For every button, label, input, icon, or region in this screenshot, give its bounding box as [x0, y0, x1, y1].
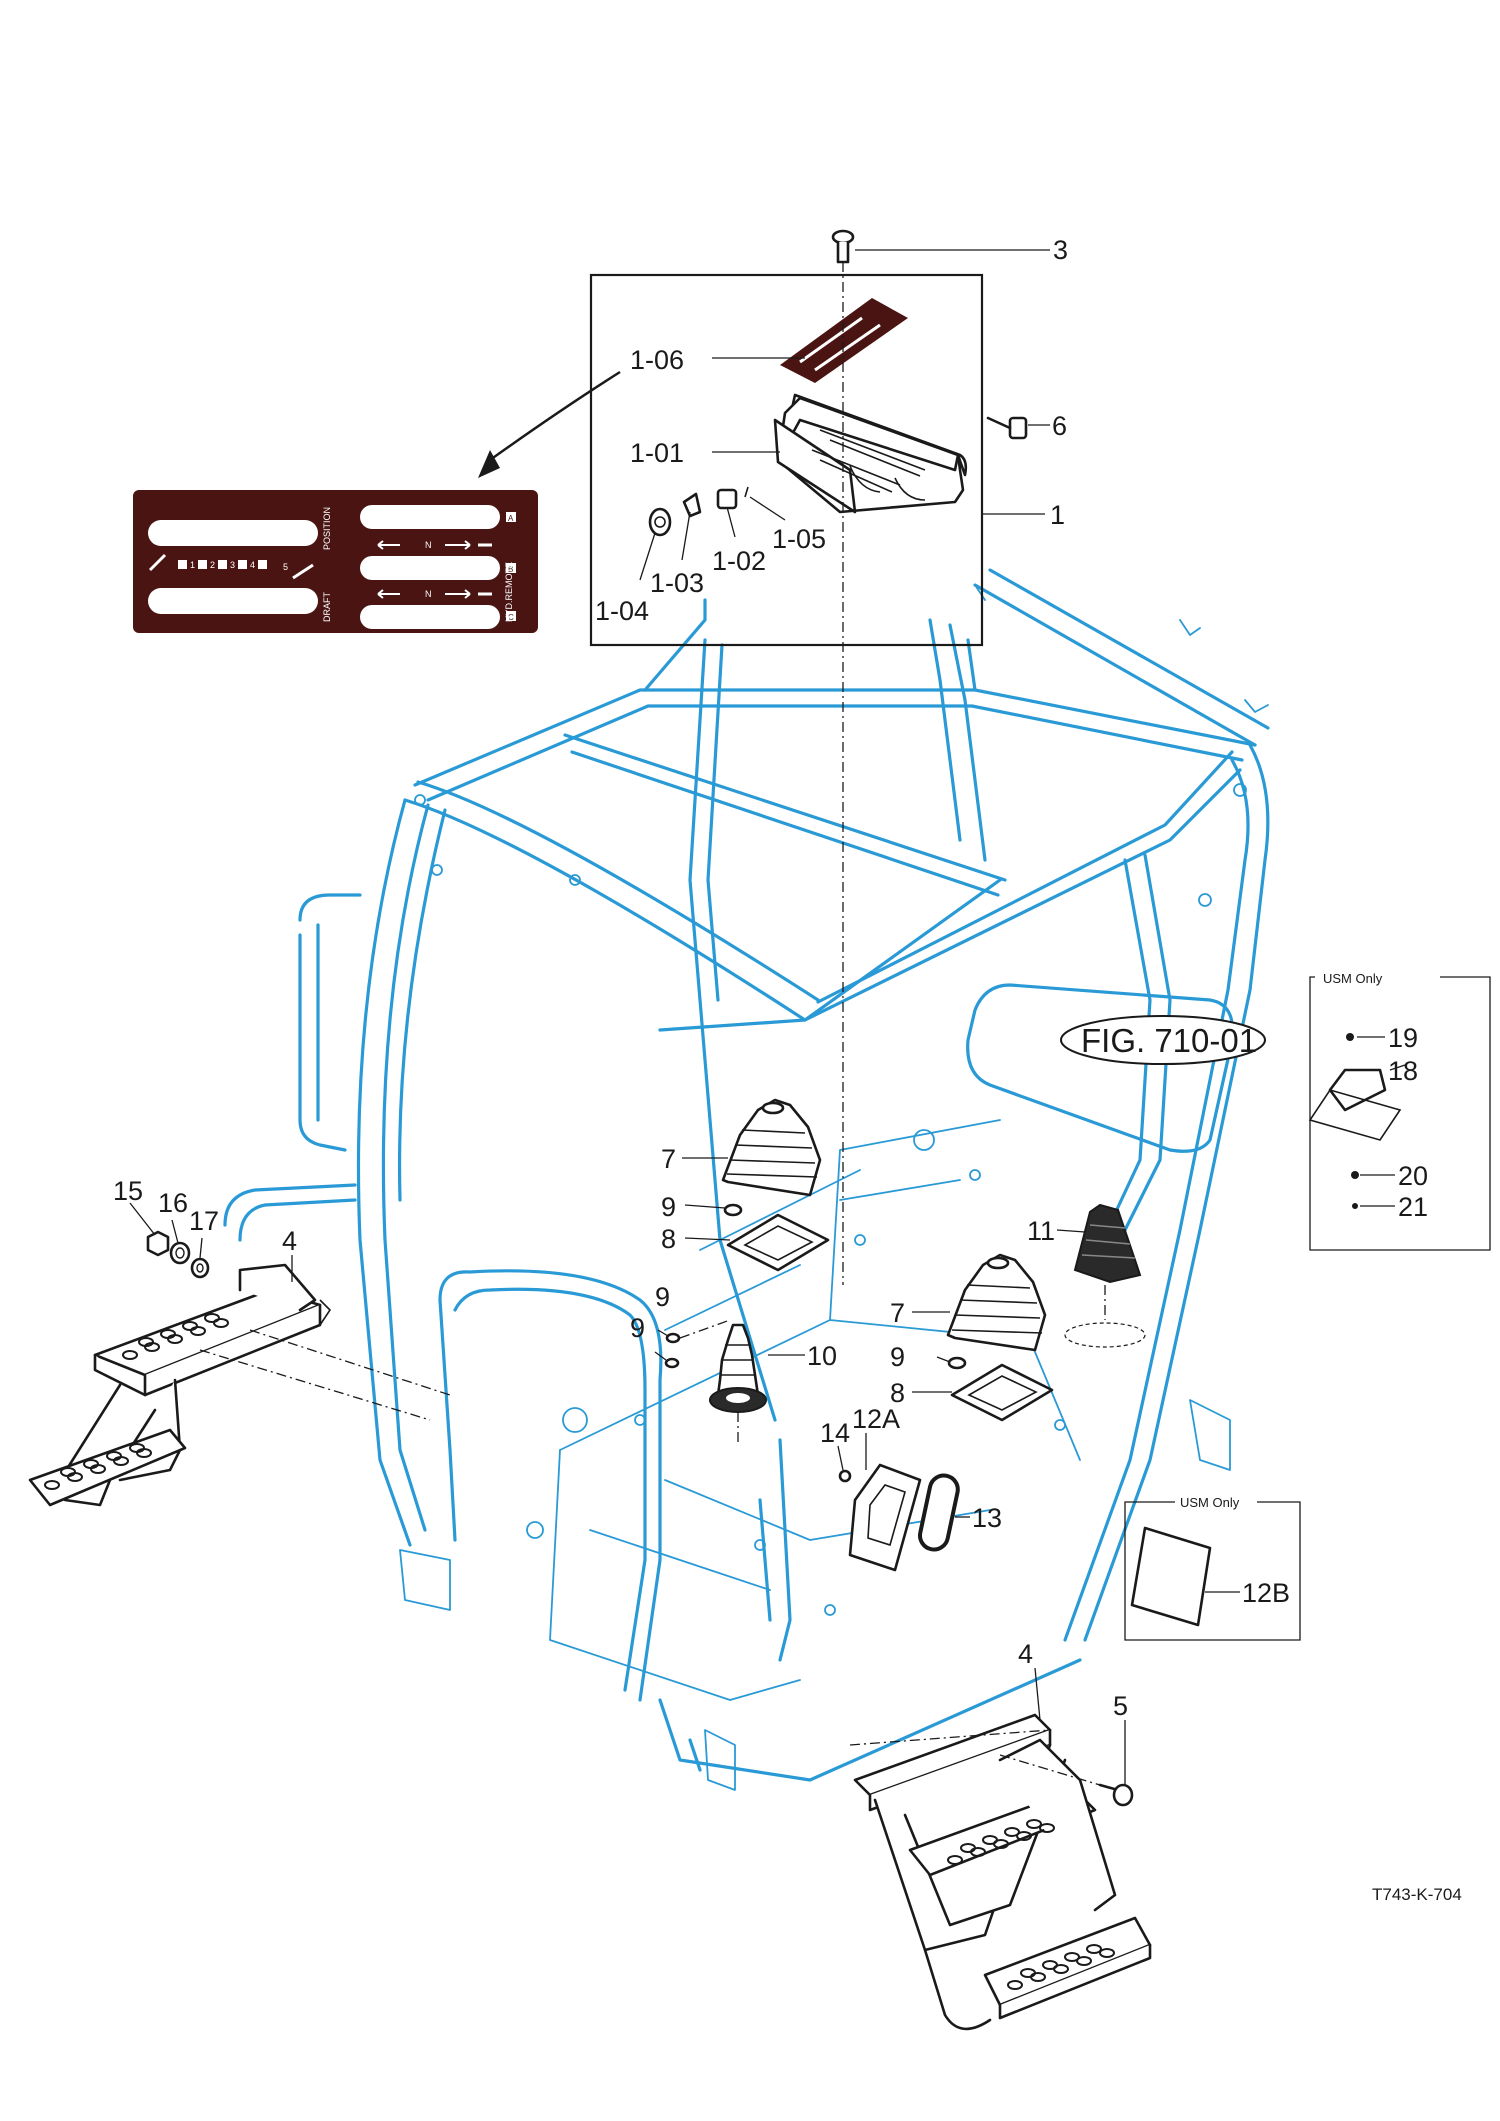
- decal-step-5: 5: [283, 562, 288, 572]
- boot-plate-8b: [950, 1363, 1054, 1422]
- callout-14: 14: [820, 1418, 850, 1448]
- callout-5: 5: [1113, 1691, 1128, 1721]
- callout-8-upper: 8: [661, 1224, 676, 1254]
- callout-19: 19: [1388, 1023, 1418, 1053]
- lever-guide-cover: [773, 393, 968, 514]
- decal-hyd-remote-heading: HYD.REMOTE: [504, 562, 514, 622]
- nut-15: [146, 1230, 170, 1257]
- boot-plate-8a: [726, 1213, 830, 1272]
- callout-1: 1: [1050, 500, 1065, 530]
- step-4-right-holes: [947, 1819, 1115, 1990]
- step-4-right: [849, 1713, 1152, 2031]
- callout-11: 11: [1027, 1216, 1055, 1246]
- screw-9d: [947, 1356, 967, 1370]
- decal-step-3: 3: [230, 560, 235, 570]
- callout-9-left-2: 9: [630, 1313, 645, 1343]
- decal-arrows-row-2: N: [377, 589, 492, 599]
- pin-1-05: [744, 486, 749, 498]
- callout-12a: 12A: [852, 1404, 900, 1434]
- decal-draft-heading: DRAFT: [322, 592, 332, 622]
- decal-step-1: 1: [190, 560, 195, 570]
- callout-3: 3: [1053, 235, 1068, 265]
- detail-inset-box: [589, 273, 984, 647]
- knob-1-04: [648, 507, 672, 537]
- usm-only-box-plate: USM Only: [1124, 1495, 1301, 1641]
- decal-neutral-1: N: [425, 540, 432, 550]
- lever-boot-10: [709, 1323, 767, 1445]
- leader-lines: [129, 249, 1406, 1785]
- callout-9-lower: 9: [890, 1342, 905, 1372]
- decal-arrows-row-1: N: [377, 540, 492, 550]
- callout-1-03: 1-03: [650, 568, 704, 598]
- callout-12b: 12B: [1242, 1578, 1290, 1608]
- clip-1-03: [682, 492, 702, 518]
- callout-15: 15: [113, 1176, 143, 1206]
- washer-17: [190, 1257, 210, 1279]
- callout-1-06: 1-06: [630, 345, 684, 375]
- callout-16: 16: [158, 1188, 188, 1218]
- callout-7-lower: 7: [890, 1298, 905, 1328]
- callout-9-upper: 9: [661, 1192, 676, 1222]
- bolt-5: [1098, 1783, 1134, 1807]
- callout-1-04: 1-04: [595, 596, 649, 626]
- decal-letter-b: B: [508, 565, 513, 574]
- decal-strip: [780, 298, 908, 383]
- screw-6: [986, 416, 1028, 440]
- decal-letter-a: A: [508, 514, 514, 523]
- lever-boot-7a: [721, 1098, 822, 1197]
- decal-step-4: 4: [250, 560, 255, 570]
- callout-1-05: 1-05: [772, 524, 826, 554]
- washer-16: [169, 1241, 191, 1265]
- lever-boot-7b: [946, 1253, 1047, 1352]
- callout-1-02: 1-02: [712, 546, 766, 576]
- usm-only-label-1: USM Only: [1323, 971, 1383, 986]
- callout-21: 21: [1398, 1192, 1428, 1222]
- callout-4-left: 4: [282, 1226, 297, 1256]
- screw-9b: [665, 1332, 681, 1344]
- usm-only-box-bracket: USM Only: [1308, 971, 1491, 1251]
- cover-plate-12a: [848, 1463, 922, 1572]
- screw-14: [838, 1469, 852, 1483]
- step-4-left: [28, 1263, 451, 1507]
- callout-10: 10: [807, 1341, 837, 1371]
- lever-boot-11: [1064, 1203, 1146, 1348]
- step-4-left-holes: [44, 1313, 229, 1490]
- usm-only-label-2: USM Only: [1180, 1495, 1240, 1510]
- callout-9-left-1: 9: [655, 1282, 670, 1312]
- screw-9c: [664, 1319, 731, 1369]
- callout-4-right: 4: [1018, 1639, 1033, 1669]
- callout-8-lower: 8: [890, 1378, 905, 1408]
- cab-frame: [223, 568, 1270, 1791]
- grommet-13: [918, 1473, 960, 1552]
- drawing-code: T743-K-704: [1372, 1885, 1462, 1904]
- decal-reference-arrow: [478, 370, 621, 478]
- callout-17: 17: [189, 1206, 219, 1236]
- callout-20: 20: [1398, 1161, 1428, 1191]
- callout-18: 18: [1388, 1056, 1418, 1086]
- decal-step-2: 2: [210, 560, 215, 570]
- decal-neutral-2: N: [425, 589, 432, 599]
- decal-letter-c: C: [508, 613, 514, 622]
- callout-13: 13: [972, 1503, 1002, 1533]
- decal-position-heading: POSITION: [322, 507, 332, 550]
- decal-expanded-view: A B C POSITION DRAFT HYD.REMOTE 1 2 3 4 …: [133, 490, 538, 633]
- screw-3: [831, 229, 855, 264]
- callout-7-upper: 7: [661, 1144, 676, 1174]
- screw-9a: [723, 1203, 743, 1217]
- decal-position-steps: 1 2 3 4 5: [148, 553, 314, 580]
- nut-1-02: [716, 488, 738, 510]
- figure-reference-text: FIG. 710-01: [1081, 1022, 1257, 1059]
- figure-reference-bubble: FIG. 710-01: [1060, 1015, 1266, 1065]
- callout-1-01: 1-01: [630, 438, 684, 468]
- callout-6: 6: [1052, 411, 1067, 441]
